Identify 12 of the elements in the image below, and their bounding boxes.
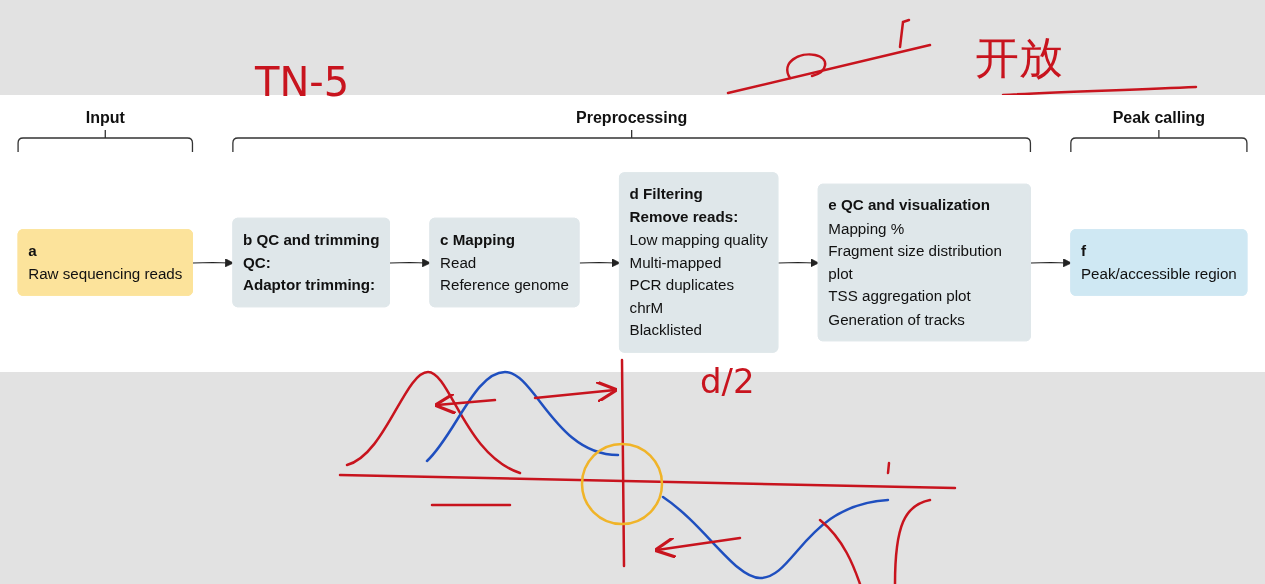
handwritten-note: 开放 <box>975 36 1063 80</box>
handwritten-note: d/2 <box>700 364 755 398</box>
section-heading: Preprocessing <box>576 108 688 128</box>
section-heading: Input <box>85 108 125 128</box>
step-box: d Filtering Remove reads: Low mapping quality Multi-mapped PCR duplicates chrM Blacklisted <box>618 172 779 353</box>
step-box: e QC and visualization Mapping % Fragment size distribution plot TSS aggregation plot Generation of tracks <box>817 183 1031 342</box>
step-box: a Raw sequencing reads <box>17 229 193 296</box>
section-heading: Peak calling <box>1112 108 1206 128</box>
step-box: c Mapping Read Reference genome <box>429 217 580 308</box>
step-box: f Peak/accessible region <box>1070 229 1248 296</box>
step-box: b QC and trimming QC: Adaptor trimming: <box>232 217 390 308</box>
handwritten-note: TN-5 <box>255 62 350 102</box>
